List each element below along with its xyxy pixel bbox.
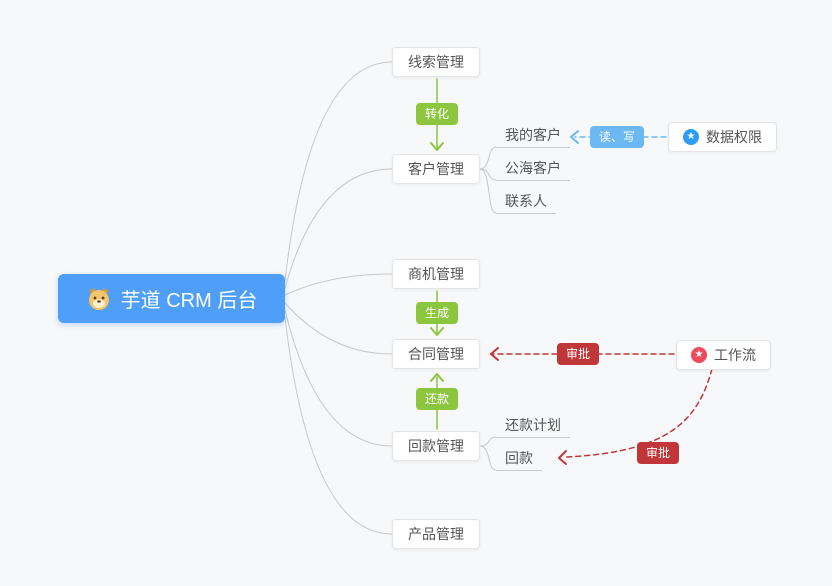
star-icon: ★ bbox=[683, 129, 699, 145]
node-customers[interactable]: 客户管理 bbox=[392, 154, 480, 184]
node-products[interactable]: 产品管理 bbox=[392, 519, 480, 549]
green-flow-arrows bbox=[430, 78, 444, 430]
root-node-crm-backend[interactable]: 芋道 CRM 后台 bbox=[58, 274, 285, 323]
leaf-contacts[interactable]: 联系人 bbox=[496, 193, 556, 214]
root-label: 芋道 CRM 后台 bbox=[120, 290, 258, 312]
node-receivables[interactable]: 回款管理 bbox=[392, 431, 480, 461]
branch-curves bbox=[284, 61, 497, 535]
node-workflow[interactable]: ★ 工作流 bbox=[676, 340, 771, 370]
node-opportunities[interactable]: 商机管理 bbox=[392, 259, 480, 289]
node-data-permission[interactable]: ★ 数据权限 bbox=[668, 122, 777, 152]
data-permission-label: 数据权限 bbox=[706, 129, 762, 145]
edge-label-read-write: 读、写 bbox=[589, 126, 645, 148]
edge-label-approve-contract: 审批 bbox=[556, 343, 600, 365]
leaf-receivable[interactable]: 回款 bbox=[496, 450, 542, 471]
edge-label-repay: 还款 bbox=[415, 388, 459, 410]
dog-icon bbox=[86, 286, 112, 312]
leaf-repayment-plan[interactable]: 还款计划 bbox=[496, 417, 570, 438]
node-contracts[interactable]: 合同管理 bbox=[392, 339, 480, 369]
star-icon: ★ bbox=[691, 347, 707, 363]
edge-label-approve-receivable: 审批 bbox=[636, 442, 680, 464]
edge-label-convert: 转化 bbox=[415, 103, 459, 125]
node-leads[interactable]: 线索管理 bbox=[392, 47, 480, 77]
workflow-label: 工作流 bbox=[714, 347, 756, 363]
leaf-my-customers[interactable]: 我的客户 bbox=[496, 127, 570, 148]
edge-label-generate: 生成 bbox=[415, 302, 459, 324]
leaf-public-customers[interactable]: 公海客户 bbox=[496, 160, 570, 181]
